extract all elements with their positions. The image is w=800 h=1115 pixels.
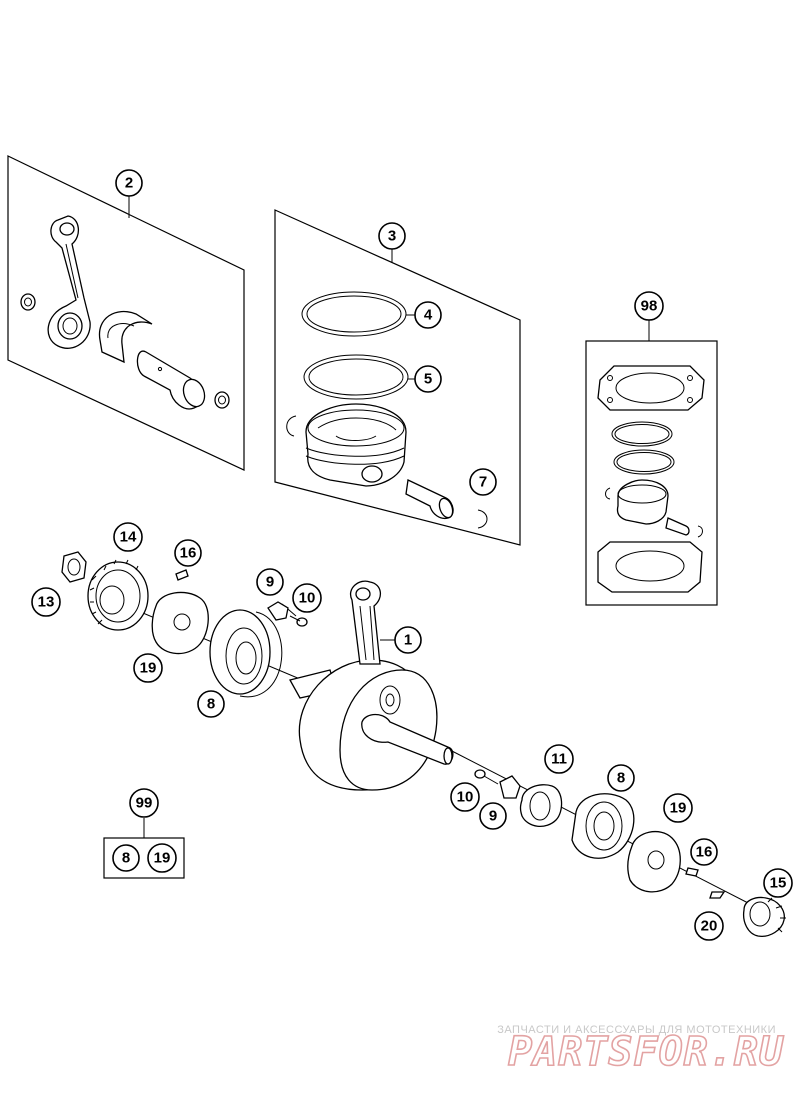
callout-11-label: 11 bbox=[551, 751, 567, 768]
callout-8-left: 8 bbox=[197, 690, 225, 718]
callout-4-label: 4 bbox=[424, 307, 433, 324]
callout-10-right-label: 10 bbox=[457, 789, 474, 806]
callout-99-item-8: 8 bbox=[112, 844, 140, 872]
callout-8-left-label: 8 bbox=[207, 696, 215, 713]
conrod-kit-frame bbox=[7, 155, 245, 471]
callout-1: 1 bbox=[394, 626, 422, 654]
callout-8-right: 8 bbox=[607, 764, 635, 792]
callout-15: 15 bbox=[763, 868, 793, 898]
callout-16-right: 16 bbox=[690, 838, 718, 866]
callout-9-right-label: 9 bbox=[489, 808, 497, 825]
callout-19-left-label: 19 bbox=[140, 660, 157, 677]
callout-99-item-8-label: 8 bbox=[122, 850, 130, 867]
callout-99-item-19: 19 bbox=[147, 843, 177, 873]
callout-15-label: 15 bbox=[770, 875, 787, 892]
callout-10-left: 10 bbox=[292, 583, 322, 613]
callout-1-label: 1 bbox=[404, 632, 412, 649]
callout-10-left-label: 10 bbox=[299, 590, 316, 607]
callout-99-label: 99 bbox=[136, 795, 153, 812]
callout-3: 3 bbox=[378, 222, 406, 250]
bearing-kit-frame bbox=[103, 818, 185, 879]
watermark-brand-logo: PARTSFOR.RU bbox=[508, 1029, 784, 1075]
crankshaft-assembly-parts bbox=[61, 551, 786, 937]
callout-98-label: 98 bbox=[641, 298, 658, 315]
callout-11: 11 bbox=[544, 744, 574, 774]
callout-2: 2 bbox=[115, 169, 143, 197]
callout-9-right: 9 bbox=[479, 802, 507, 830]
callout-19-right-label: 19 bbox=[670, 800, 687, 817]
callout-4: 4 bbox=[414, 301, 442, 329]
callout-13-label: 13 bbox=[38, 594, 55, 611]
callout-99: 99 bbox=[129, 788, 159, 818]
piston-kit-parts bbox=[286, 291, 488, 529]
conrod-kit-parts bbox=[20, 215, 230, 410]
callout-19-right: 19 bbox=[663, 793, 693, 823]
callout-5: 5 bbox=[414, 365, 442, 393]
callout-5-label: 5 bbox=[424, 371, 432, 388]
watermark-tagline: ЗАПЧАСТИ И АКСЕССУАРЫ ДЛЯ МОТОТЕХНИКИ bbox=[497, 1024, 776, 1036]
callout-98: 98 bbox=[634, 291, 664, 321]
callout-2-label: 2 bbox=[125, 175, 133, 192]
top-end-set-frame bbox=[585, 320, 718, 606]
callout-8-right-label: 8 bbox=[617, 770, 625, 787]
top-end-set-parts bbox=[597, 365, 705, 593]
callout-7: 7 bbox=[469, 468, 497, 496]
callout-16-left-label: 16 bbox=[180, 545, 197, 562]
callout-20-label: 20 bbox=[701, 918, 718, 935]
callout-16-left: 16 bbox=[174, 539, 202, 567]
callout-9-left: 9 bbox=[256, 568, 284, 596]
callout-19-left: 19 bbox=[133, 653, 163, 683]
callout-9-left-label: 9 bbox=[266, 574, 274, 591]
callout-14-label: 14 bbox=[120, 529, 137, 546]
callout-13: 13 bbox=[31, 587, 61, 617]
callout-3-label: 3 bbox=[388, 228, 396, 245]
callout-10-right: 10 bbox=[450, 782, 480, 812]
callout-99-item-19-label: 19 bbox=[154, 850, 171, 867]
callout-14: 14 bbox=[113, 522, 143, 552]
callout-20: 20 bbox=[694, 911, 724, 941]
watermark: ЗАПЧАСТИ И АКСЕССУАРЫ ДЛЯ МОТОТЕХНИКИ PA… bbox=[497, 1024, 784, 1076]
callout-16-right-label: 16 bbox=[696, 844, 713, 861]
callout-7-label: 7 bbox=[479, 474, 487, 491]
